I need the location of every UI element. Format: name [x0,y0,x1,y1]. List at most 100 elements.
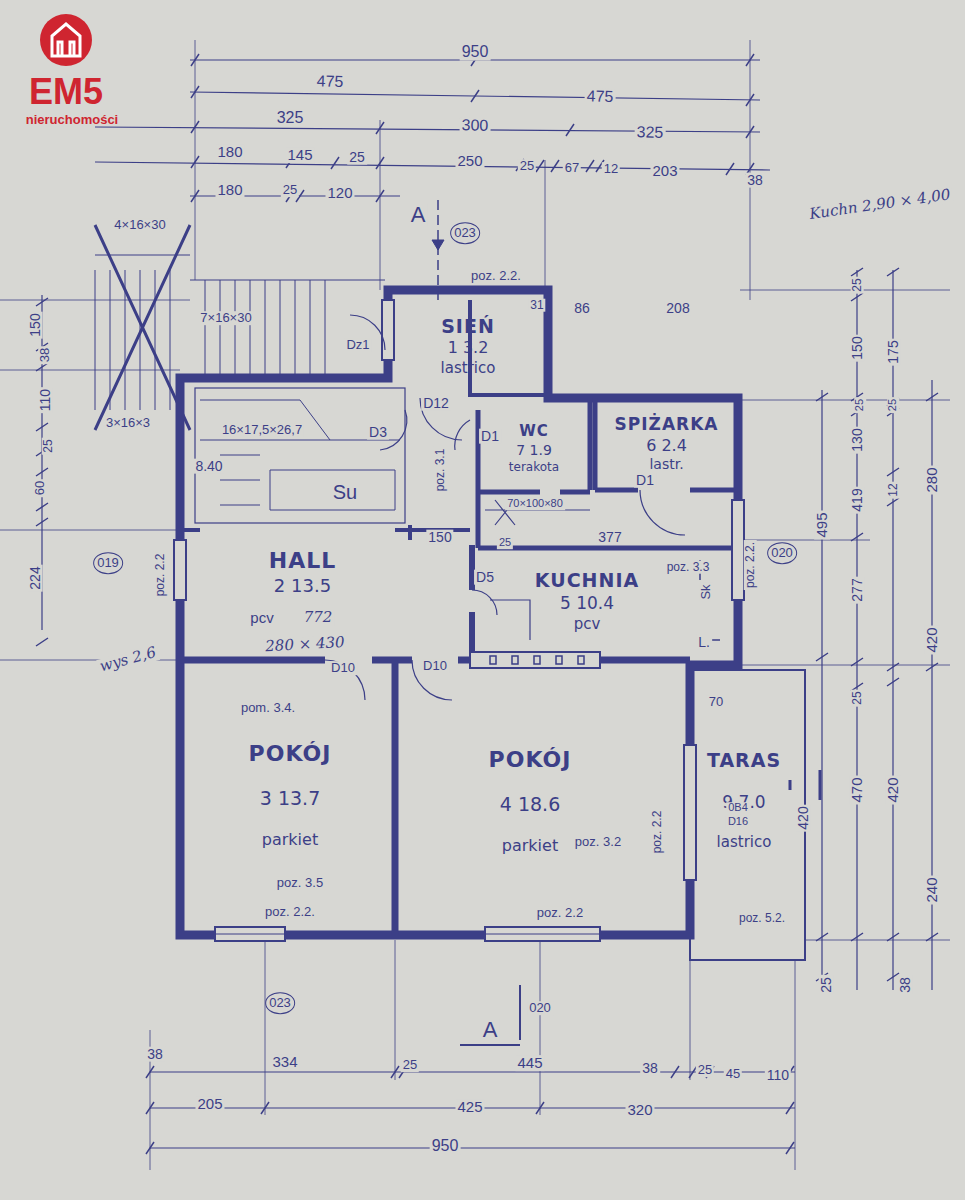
plan-label: 120 [325,185,354,201]
plan-label: 224 [28,564,43,591]
plan-label: 25 [696,1063,714,1077]
plan-label: 300 [460,117,491,134]
plan-label: Su [331,482,359,503]
room-name: POKÓJ [489,748,572,772]
handwritten-note: 772 [302,610,335,626]
plan-label: 203 [650,163,679,179]
room-area: 6 2.4 [646,437,687,455]
room-area: 5 10.4 [560,594,614,613]
section-lines [432,200,820,1045]
room-area: 4 18.6 [500,794,560,815]
door-swings [325,315,685,700]
room-name: SPIŻARKA [615,415,719,434]
plan-label: D16 [726,816,750,828]
plan-label: 110 [38,387,53,413]
plan-label: 25 [401,1058,419,1072]
plan-label: 419 [850,486,865,513]
axis-marker: 023 [450,222,480,244]
floor-finish: lastrico [441,360,496,377]
plan-label: 150 [426,530,453,545]
plan-label: 150 [850,334,865,361]
plan-label: 377 [596,530,623,545]
room-box: HALL2 13.5 [205,545,400,600]
plan-label: 45 [724,1067,742,1081]
plan-label: 70×100×80 [505,498,565,510]
room-box: TARAS9 7.0lastrico [696,715,792,885]
plan-label: 110 [765,1068,791,1083]
plan-label: 130 [850,426,865,453]
plan-label: 38 [898,975,913,995]
plan-label: 25 [497,537,513,549]
handwritten-note: 280 × 430 [263,635,347,655]
plan-label: 70 [707,695,725,709]
plan-label: poz. 5.2. [737,912,787,925]
plan-label: 12 [602,162,620,176]
plan-label: D10 [329,661,357,675]
room-name: WC [519,423,549,440]
plan-label: 25 [819,975,834,995]
plan-label: 475 [584,88,615,106]
plan-label: A [481,1018,500,1041]
plan-label: 3×16×3 [104,416,152,430]
plan-label: Sk [699,582,713,601]
room-name: POKÓJ [249,742,332,766]
plan-label: 60 [33,479,47,497]
floor-finish: lastrico [717,834,772,851]
plan-label: 470 [849,775,865,804]
room-name: KUCHNIA [535,570,639,591]
plan-label: 325 [635,124,666,141]
plan-label: 334 [270,1054,299,1070]
floor-finish: parkiet [502,837,558,855]
plan-label: 325 [275,110,306,127]
plan-label: 495 [814,510,830,539]
room-box: POKÓJ3 13.7parkiet [190,720,390,870]
plan-label: 25 [851,689,864,706]
plan-label: 67 [563,161,581,175]
plan-label: 320 [625,1102,654,1118]
plan-label: 38 [145,1047,165,1062]
room-name: HALL [269,549,336,573]
plan-label: 277 [850,576,865,603]
plan-label: poz. 3.2 [573,835,623,849]
plan-label: poz. 2.2 [154,552,167,599]
plan-label: 180 [215,182,244,198]
room-box: KUCHNIA 5 10.4 pcv [482,552,692,650]
logo-text: EM5 [27,73,105,111]
room-box: SIEŃ 1 3.2 lastrico [398,302,538,390]
plan-label: 950 [460,44,491,61]
plan-label: D12 [421,396,451,411]
plan-label: Dz1 [344,338,371,352]
plan-label: 205 [195,1096,224,1112]
plan-label: poz. 3.1 [434,447,447,494]
plan-label: 420 [885,775,901,804]
room-area: 3 13.7 [260,788,320,809]
plan-label: D5 [474,570,496,585]
plan-label: 8.40 [193,459,224,474]
plan-label: poz. 3.5 [275,876,325,890]
floor-finish: pcv [574,616,601,633]
plan-label: 25 [42,437,55,454]
plan-label: 145 [285,147,314,163]
plan-label: 25 [851,276,864,293]
handwritten-note: Kuchn 2,90 × 4,00 [807,187,954,223]
room-name: SIEŃ [441,316,495,337]
plan-label: L. [696,635,712,650]
handwritten-note: wys 2,6 [96,644,160,675]
plan-label: 38 [38,346,52,364]
room-area: 7 1.9 [516,443,552,458]
room-area: 1 3.2 [448,339,489,357]
plan-label: 240 [924,875,940,904]
plan-label: 950 [430,1138,461,1155]
plan-label: 150 [28,311,43,338]
logo-text: nieruchomości [24,113,120,127]
plan-label: poz. 2.2. [469,269,523,283]
plan-label: poz. 2.2 [651,809,664,856]
plan-label: D1 [634,473,656,488]
plan-label: poz. 2.2. [744,540,757,590]
plan-label: 180 [215,144,244,160]
floor-finish: lastr. [649,457,683,472]
plan-label: 0B4 [726,802,750,814]
plan-label: 020 [527,1001,553,1015]
plan-label: 280 [924,465,940,494]
